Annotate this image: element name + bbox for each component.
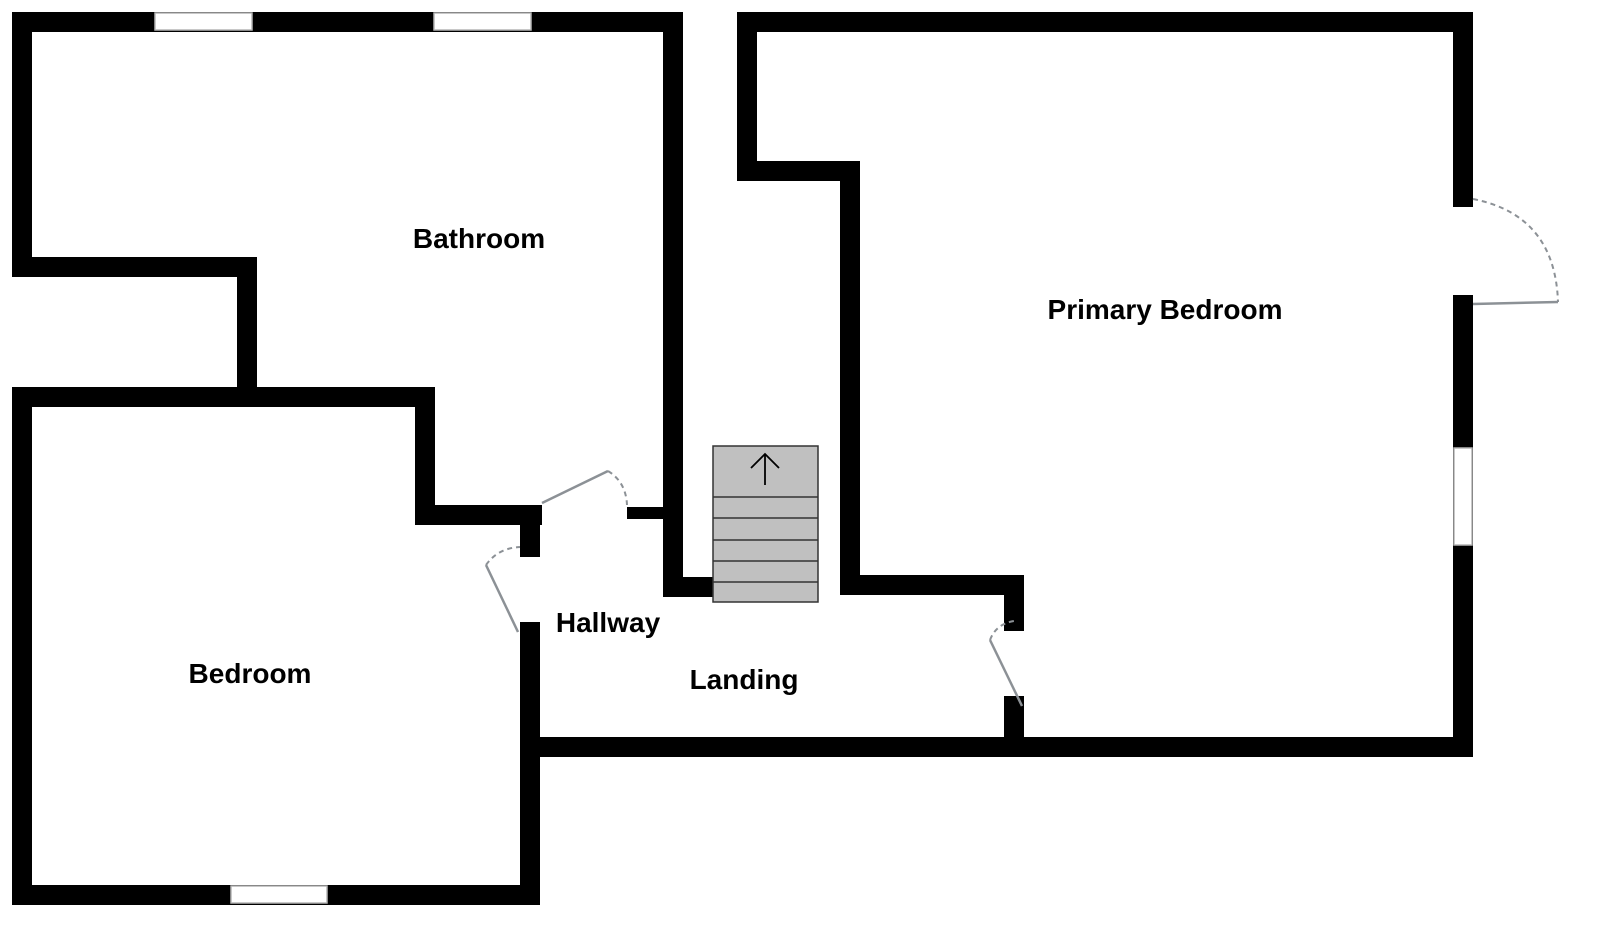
staircase: [712, 445, 819, 603]
room-label-landing: Landing: [689, 664, 799, 695]
window-bathroom-2: [433, 12, 532, 31]
hallway-pillar: [533, 650, 540, 664]
bedroom-wall: [12, 387, 542, 525]
bathroom-wall: [12, 12, 683, 597]
window-bedroom: [230, 885, 328, 904]
door-bathroom[interactable]: [541, 469, 628, 506]
primary-bedroom-inner-wall: [737, 12, 1024, 631]
primary-bedroom-outer-wall: [737, 12, 1473, 207]
room-label-bedroom: Bedroom: [188, 658, 312, 689]
arrow-up-icon: [750, 452, 780, 485]
door-exterior[interactable]: [1472, 198, 1559, 306]
door-bedroom[interactable]: [484, 546, 521, 633]
room-label-hallway: Hallway: [555, 607, 661, 638]
room-label-bathroom: Bathroom: [412, 223, 546, 254]
room-label-primary-bedroom: Primary Bedroom: [1047, 294, 1283, 325]
bedroom-outer-wall: [12, 387, 540, 905]
window-bathroom-1: [154, 12, 253, 31]
window-primary-bedroom: [1453, 447, 1473, 546]
door-primary-bedroom[interactable]: [988, 620, 1024, 707]
